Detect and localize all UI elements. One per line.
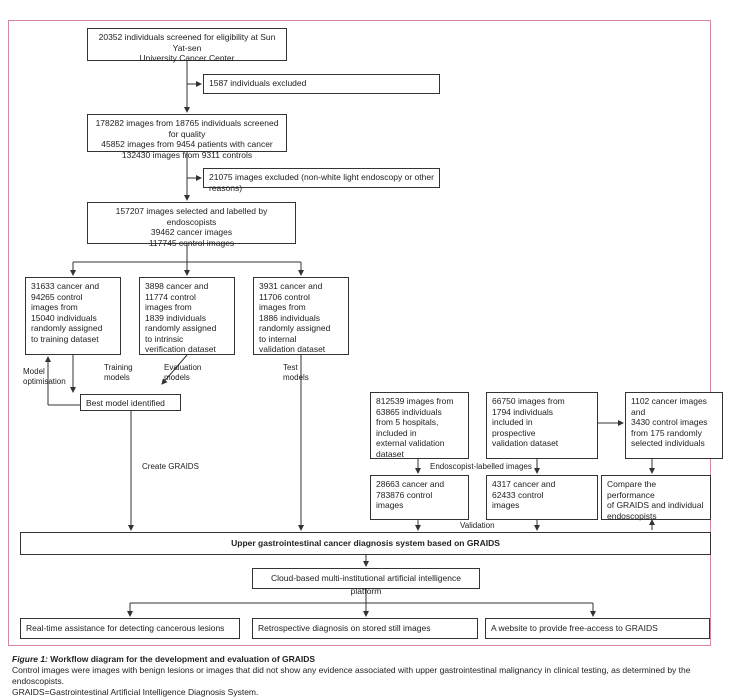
caption-line-1: Control images were images with benign l…: [12, 665, 691, 686]
box-excluded-individuals: 1587 individuals excluded: [203, 74, 440, 94]
box-external-validation: 812539 images from 63865 individuals fro…: [370, 392, 469, 459]
caption-title: Figure 1: Workflow diagram for the devel…: [12, 654, 740, 665]
box-external-labelled: 28663 cancer and 783876 control images: [370, 475, 469, 520]
caption-line-2: GRAIDS=Gastrointestinal Artificial Intel…: [12, 687, 259, 697]
label-evaluation-models: Evaluation models: [164, 363, 202, 382]
figure-caption: Figure 1: Workflow diagram for the devel…: [12, 654, 740, 698]
box-realtime-assistance: Real-time assistance for detecting cance…: [20, 618, 240, 639]
label-training-models: Training models: [104, 363, 133, 382]
box-excluded-images: 21075 images excluded (non-white light e…: [203, 168, 440, 193]
label-endoscopist-labelled: Endoscopist-labelled images: [430, 462, 532, 471]
caption-figure-label: Figure 1:: [12, 654, 48, 664]
box-prospective-labelled: 4317 cancer and 62433 control images: [486, 475, 598, 520]
figure-frame: [8, 20, 711, 646]
box-best-model: Best model identified: [80, 394, 181, 411]
box-selected-labelled: 157207 images selected and labelled by e…: [87, 202, 296, 248]
caption-title-text: Workflow diagram for the development and…: [50, 654, 316, 664]
box-prospective-validation: 66750 images from 1794 individuals inclu…: [486, 392, 598, 459]
box-graids-system: Upper gastrointestinal cancer diagnosis …: [20, 532, 711, 555]
box-training-dataset: 31633 cancer and 94265 control images fr…: [25, 277, 121, 355]
box-cloud-platform: Cloud-based multi-institutional artifici…: [252, 568, 480, 596]
box-randomly-selected: 1102 cancer images and 3430 control imag…: [625, 392, 723, 459]
box-intrinsic-verification: 3898 cancer and 11774 control images fro…: [139, 277, 235, 355]
box-internal-validation: 3931 cancer and 11706 control images fro…: [253, 277, 349, 355]
box-retrospective-diagnosis: Retrospective diagnosis on stored still …: [252, 618, 478, 639]
label-validation: Validation: [460, 521, 495, 530]
label-model-optimisation: Model optimisation: [23, 367, 66, 386]
label-create-graids: Create GRAIDS: [142, 462, 199, 471]
box-compare-performance: Compare the performance of GRAIDS and in…: [601, 475, 711, 521]
box-quality-screening: 178282 images from 18765 individuals scr…: [87, 114, 287, 160]
label-test-models: Test models: [283, 363, 309, 382]
box-free-access-website: A website to provide free-access to GRAI…: [485, 618, 710, 639]
box-screened: 20352 individuals screened for eligibili…: [87, 28, 287, 63]
